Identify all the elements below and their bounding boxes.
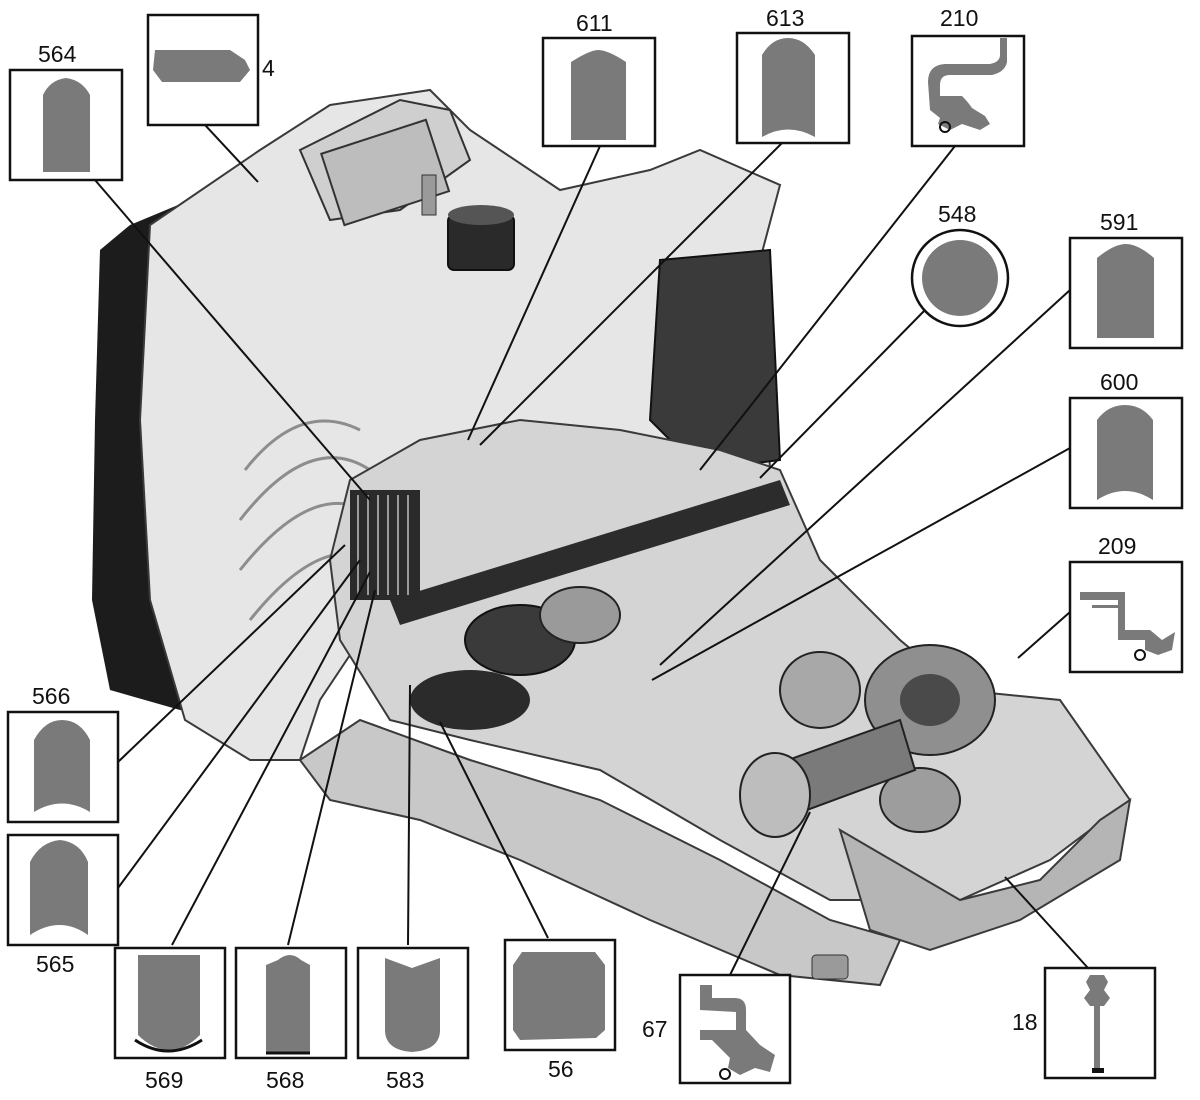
callout-611: 611 [541, 10, 657, 148]
callout-label: 210 [940, 5, 978, 31]
callout-209: 209 [1068, 533, 1184, 674]
leader-564 [94, 179, 371, 501]
clutch-pack [350, 490, 420, 600]
seal-profile-566 [34, 720, 90, 812]
top-stud [421, 174, 437, 216]
leader-583 [407, 684, 411, 946]
callout-label: 67 [642, 1016, 668, 1042]
callout-label: 613 [766, 5, 804, 31]
lower-oil-pan [298, 718, 902, 987]
seal-profile-583 [385, 958, 440, 1052]
seal-profile-4 [153, 50, 250, 82]
seal-profile-548 [922, 240, 998, 316]
leader-569 [171, 571, 371, 946]
callout-591: 591 [1068, 209, 1184, 350]
callout-label: 569 [145, 1067, 183, 1093]
leader-548 [759, 309, 926, 479]
housing-lower-right [838, 797, 1132, 952]
leader-209 [1017, 611, 1071, 659]
leader-600 [651, 447, 1071, 681]
seal-profile-564 [43, 78, 90, 172]
leader-4 [204, 124, 259, 183]
transmission-illustration [92, 88, 1132, 987]
callout-566: 566 [6, 683, 120, 824]
callout-label: 591 [1100, 209, 1138, 235]
housing-right-dark [648, 248, 782, 472]
leader-591 [659, 289, 1071, 666]
callout-613: 613 [735, 5, 851, 145]
callout-548: 548 [910, 201, 1010, 328]
callout-18: 18 [1012, 966, 1157, 1080]
leader-568 [287, 589, 376, 946]
seal-base-18 [1092, 1068, 1104, 1073]
callout-label: 611 [576, 10, 613, 36]
output-flange [739, 752, 811, 838]
seal-profile-209 [1080, 592, 1175, 655]
seal-profile-56 [513, 952, 605, 1040]
callout-564: 564 [8, 41, 124, 182]
drain-plug [811, 954, 849, 980]
garter-spring [1134, 649, 1146, 661]
leader-210 [699, 145, 956, 471]
garter-spring [939, 121, 951, 133]
leader-611 [467, 145, 601, 441]
callout-568: 568 [234, 946, 348, 1093]
callout-565: 565 [6, 833, 120, 977]
callout-label: 565 [36, 951, 74, 977]
callout-56: 56 [503, 938, 617, 1082]
seal-profile-569 [138, 955, 200, 1050]
callout-label: 56 [548, 1056, 574, 1082]
callout-label: 18 [1012, 1009, 1038, 1035]
leader-613 [479, 141, 784, 446]
top-cap-rim [448, 205, 514, 225]
callout-label: 548 [938, 201, 976, 227]
callout-600: 600 [1068, 369, 1184, 510]
seal-lip-569 [134, 1038, 203, 1053]
leader-18 [1004, 876, 1089, 969]
callout-label: 568 [266, 1067, 304, 1093]
seal-profile-611 [571, 50, 626, 140]
seal-profile-18 [1084, 975, 1110, 1070]
leader-565 [117, 559, 361, 889]
callout-583: 583 [356, 946, 470, 1093]
gear-cluster-center [410, 586, 621, 730]
callout-label: 566 [32, 683, 70, 709]
callout-box [1068, 560, 1184, 674]
callout-67: 67 [642, 973, 792, 1085]
seal-profile-565 [30, 840, 88, 935]
seal-profile-600 [1097, 405, 1153, 500]
main-shaft [390, 480, 790, 625]
callout-label: 209 [1098, 533, 1136, 559]
callout-210: 210 [910, 5, 1026, 148]
callout-label: 564 [38, 41, 77, 67]
callout-label: 4 [262, 55, 275, 81]
leader-566 [117, 544, 346, 763]
callout-569: 569 [113, 946, 227, 1093]
leader-lines [94, 124, 1089, 976]
callouts: 564 4 611 613 210 [6, 5, 1184, 1093]
seal-profile-67 [700, 985, 775, 1075]
seal-profile-568 [266, 955, 310, 1053]
seal-profile-613 [762, 38, 815, 137]
seal-profile-591 [1097, 244, 1154, 338]
garter-spring [719, 1068, 731, 1080]
callout-label: 583 [386, 1067, 424, 1093]
callout-label: 600 [1100, 369, 1138, 395]
seal-profile-210 [928, 38, 1007, 130]
valve-body-panel [319, 118, 451, 227]
leader-56 [439, 721, 549, 939]
leader-67 [729, 811, 811, 976]
callout-4: 4 [146, 13, 275, 127]
